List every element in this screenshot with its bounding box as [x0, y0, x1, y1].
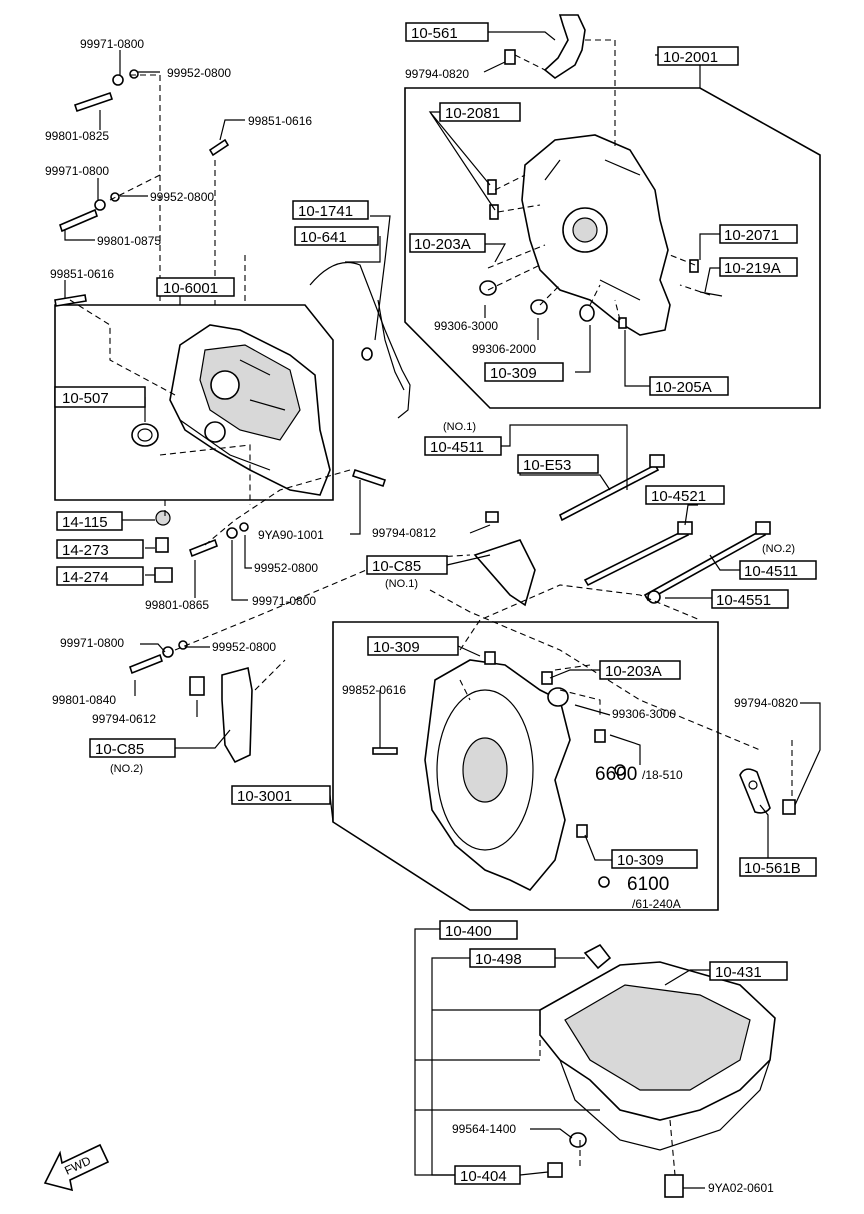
label-99851-0616-a: 99851-0616	[248, 114, 312, 128]
box-10-309-c: 10-309	[617, 852, 664, 869]
box-10-4551: 10-4551	[716, 592, 771, 609]
box-10-404: 10-404	[460, 1168, 507, 1185]
box-10-3001: 10-3001	[237, 788, 292, 805]
box-10-4511-a: 10-4511	[430, 439, 484, 456]
rear-housing-frame	[332, 621, 719, 911]
oil-pan-part	[539, 943, 776, 1198]
box-10-4521: 10-4521	[651, 488, 706, 505]
label-99564-1400: 99564-1400	[452, 1122, 516, 1136]
label-99801-0840: 99801-0840	[52, 693, 116, 707]
label-99794-0812: 99794-0812	[372, 526, 436, 540]
label-9ya90-1001: 9YA90-1001	[258, 528, 324, 542]
label-99952-0800-b: 99952-0800	[150, 190, 214, 204]
label-99794-0820-b: 99794-0820	[734, 696, 798, 710]
box-10-431: 10-431	[715, 964, 762, 981]
box-14-273: 14-273	[62, 542, 109, 559]
label-99794-0612: 99794-0612	[92, 712, 156, 726]
rear-housing-part	[372, 651, 606, 891]
cover-no1-part	[473, 539, 536, 607]
box-10-1741: 10-1741	[298, 203, 353, 220]
label-61-240a: /61-240A	[632, 897, 681, 911]
box-10-203a-b: 10-203A	[605, 663, 662, 680]
cover-no2-part	[221, 667, 253, 764]
box-10-c85-a: 10-C85	[372, 558, 421, 575]
box-14-115: 14-115	[62, 514, 108, 531]
box-10-400: 10-400	[445, 923, 492, 940]
part-number-texts: 99971-0800 99952-0800 99801-0825 99851-0…	[45, 25, 801, 1195]
label-6600: 6600	[595, 764, 637, 785]
label-99851-0616-b: 99851-0616	[50, 267, 114, 281]
box-10-e53: 10-E53	[523, 457, 571, 474]
label-99801-0865: 99801-0865	[145, 598, 209, 612]
front-cover-part	[169, 324, 331, 496]
gasket-561b-part	[739, 768, 796, 815]
box-10-203a-a: 10-203A	[414, 236, 471, 253]
label-99971-0800-c: 99971-0800	[252, 594, 316, 608]
label-99794-0820-a: 99794-0820	[405, 67, 469, 81]
box-10-641: 10-641	[300, 229, 347, 246]
front-housing-part	[479, 134, 723, 336]
oil-seal-part	[131, 423, 159, 447]
label-99971-0800-d: 99971-0800	[60, 636, 124, 650]
label-no2-b: (NO.2)	[110, 763, 143, 775]
label-no1-a: (NO.1)	[443, 421, 476, 433]
fwd-arrow: FWD	[43, 1143, 110, 1192]
box-10-4511-b: 10-4511	[744, 563, 798, 580]
label-99306-3000-b: 99306-3000	[612, 707, 676, 721]
label-99952-0800-c: 99952-0800	[254, 561, 318, 575]
label-9ya02-0601: 9YA02-0601	[708, 1181, 774, 1195]
box-10-498: 10-498	[475, 951, 522, 968]
box-10-309-a: 10-309	[490, 365, 537, 382]
box-10-2081: 10-2081	[445, 105, 500, 122]
label-99306-2000: 99306-2000	[472, 342, 536, 356]
box-10-6001: 10-6001	[163, 280, 218, 297]
box-10-c85-b: 10-C85	[95, 741, 144, 758]
box-10-309-b: 10-309	[373, 639, 420, 656]
box-10-205a: 10-205A	[655, 379, 712, 396]
label-no2-a: (NO.2)	[762, 543, 795, 555]
label-99306-3000-a: 99306-3000	[434, 319, 498, 333]
label-99971-0800-b: 99971-0800	[45, 164, 109, 178]
box-14-274: 14-274	[62, 569, 109, 586]
label-99852-0616: 99852-0616	[342, 683, 406, 697]
label-99971-0800-a: 99971-0800	[80, 37, 144, 51]
label-18-510: /18-510	[642, 768, 683, 782]
box-10-561b: 10-561B	[744, 860, 801, 877]
box-10-507: 10-507	[62, 390, 109, 407]
leader-lines	[64, 31, 821, 1189]
label-99952-0800-d: 99952-0800	[212, 640, 276, 654]
plug-parts	[154, 510, 173, 583]
box-10-219a: 10-219A	[724, 260, 781, 277]
box-10-2001: 10-2001	[663, 49, 718, 66]
bracket-part	[504, 14, 586, 79]
box-10-561: 10-561	[411, 25, 458, 42]
gasket-parts	[309, 261, 411, 419]
label-99952-0800-a: 99952-0800	[167, 66, 231, 80]
label-6100: 6100	[627, 874, 669, 895]
label-99801-0875: 99801-0875	[97, 234, 161, 248]
label-99801-0825: 99801-0825	[45, 129, 109, 143]
box-10-2071: 10-2071	[724, 227, 779, 244]
label-no1-b: (NO.1)	[385, 578, 418, 590]
boxed-part-numbers	[54, 22, 817, 1185]
front-cover-frame	[54, 304, 334, 501]
